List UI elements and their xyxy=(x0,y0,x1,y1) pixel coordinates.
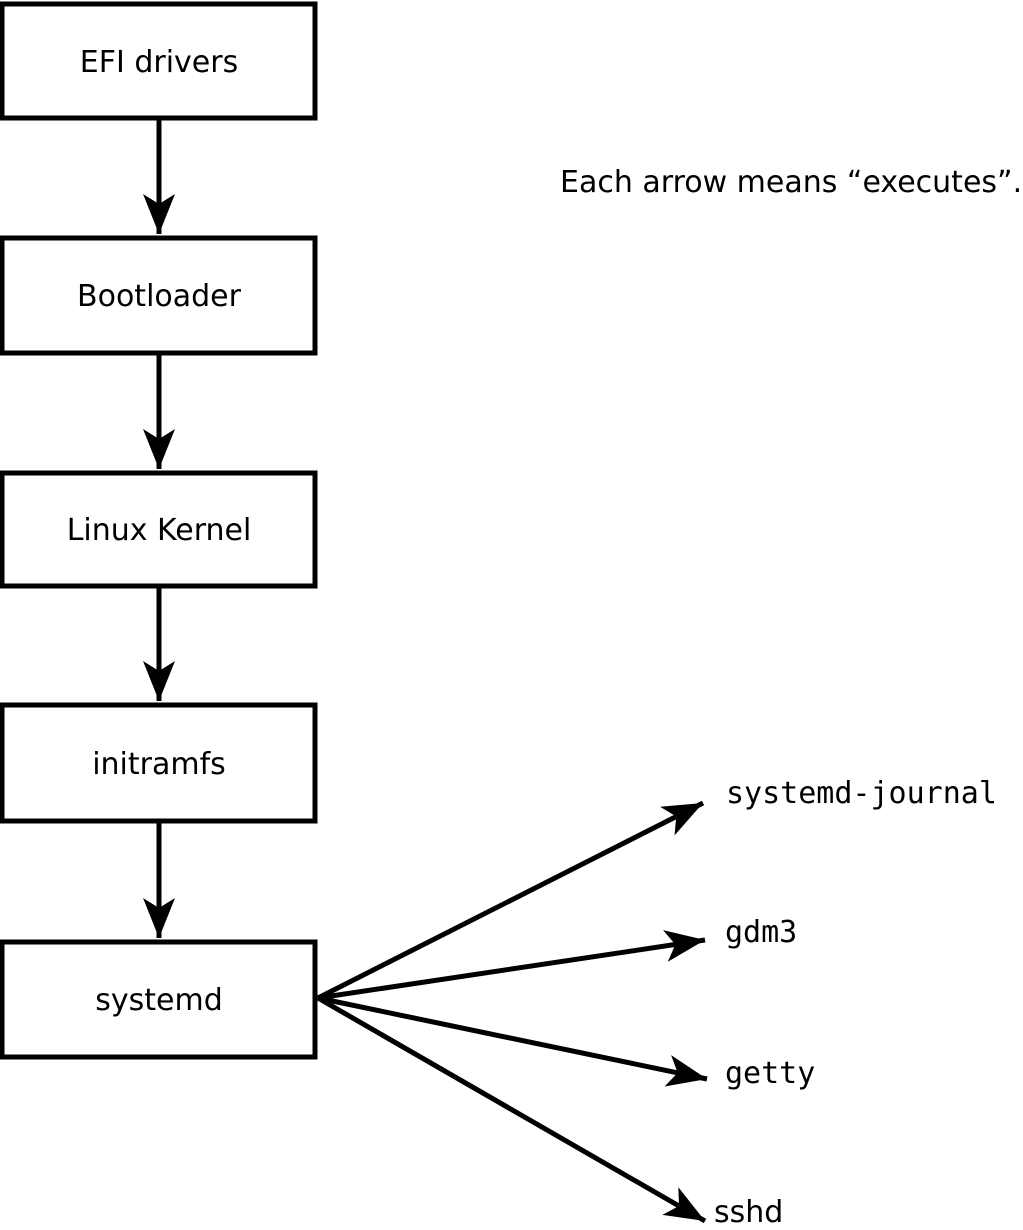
arrow-systemd-to-systemd-journal xyxy=(316,800,705,1001)
node-bootloader: Bootloader xyxy=(0,235,318,356)
label-sshd: sshd xyxy=(714,1195,783,1230)
node-systemd-box xyxy=(0,939,318,1060)
node-initramfs-box xyxy=(0,702,318,824)
arrow-systemd-to-gdm3 xyxy=(317,930,706,1001)
node-linux-kernel-box xyxy=(0,470,318,589)
node-linux-kernel-label: Linux Kernel xyxy=(67,513,252,548)
node-efi-drivers: EFI drivers xyxy=(0,1,318,121)
arrow-meaning-note: Each arrow means “executes”. xyxy=(560,165,1022,200)
label-getty: getty xyxy=(725,1056,815,1091)
node-efi-drivers-box xyxy=(0,1,318,121)
arrow-systemd-to-getty xyxy=(317,995,708,1087)
node-initramfs: initramfs xyxy=(0,702,318,824)
node-bootloader-label: Bootloader xyxy=(77,279,242,314)
node-bootloader-box xyxy=(0,235,318,356)
node-systemd-label: systemd xyxy=(95,983,223,1018)
label-gdm3: gdm3 xyxy=(725,915,797,950)
arrow-systemd-to-sshd xyxy=(316,995,707,1224)
node-linux-kernel: Linux Kernel xyxy=(0,470,318,589)
node-systemd: systemd xyxy=(0,939,318,1060)
node-efi-drivers-label: EFI drivers xyxy=(80,45,238,80)
label-systemd-journal: systemd-journal xyxy=(726,776,997,811)
node-initramfs-label: initramfs xyxy=(92,747,226,782)
